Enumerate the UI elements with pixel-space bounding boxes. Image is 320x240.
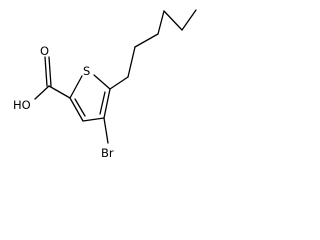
bond-c-o-double-a bbox=[44, 56, 48, 87]
structure-diagram: S O HO Br bbox=[13, 9, 197, 160]
bond-c2-c3 bbox=[69, 97, 84, 122]
atom-carbonyl-oxygen: O bbox=[40, 44, 49, 58]
carboxylic-acid-group bbox=[34, 56, 71, 100]
thiophene-ring bbox=[69, 74, 111, 122]
bond-c-oh bbox=[34, 85, 50, 100]
bond-s-c2 bbox=[69, 75, 83, 99]
bond-chain3-chain4 bbox=[157, 10, 165, 35]
bond-chain1-chain2 bbox=[127, 46, 136, 78]
bond-chain4-chain5 bbox=[163, 10, 183, 31]
bond-c5-chain1 bbox=[109, 76, 129, 90]
bond-c3-c4 bbox=[82, 117, 105, 122]
hexyl-chain bbox=[109, 9, 197, 90]
bond-c4-br bbox=[103, 117, 109, 144]
atom-sulfur: S bbox=[83, 64, 90, 78]
atom-hydroxyl: HO bbox=[13, 98, 31, 112]
bond-chain5-chain6 bbox=[181, 9, 197, 31]
bond-c2-c3-inner bbox=[74, 98, 86, 117]
bond-s-c5 bbox=[93, 74, 111, 90]
atom-bromine: Br bbox=[101, 146, 114, 160]
bond-chain2-chain3 bbox=[134, 33, 159, 48]
bond-c2-cooh bbox=[48, 85, 71, 99]
bond-c4-c5-inner bbox=[99, 91, 106, 115]
bond-c4-c5 bbox=[103, 88, 111, 119]
bond-c-o-double-b bbox=[48, 56, 52, 87]
